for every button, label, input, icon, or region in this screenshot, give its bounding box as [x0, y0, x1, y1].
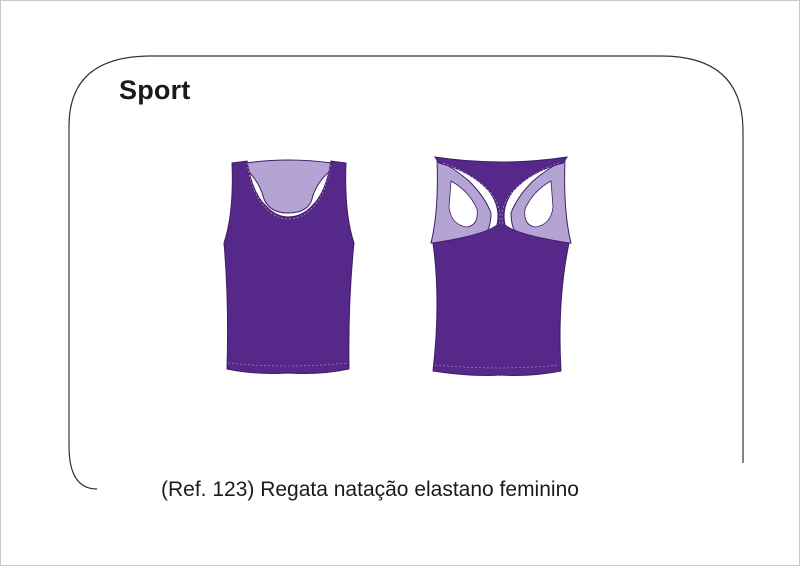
product-caption: (Ref. 123) Regata natação elastano femin… — [161, 478, 579, 501]
tank-top-back-view — [430, 156, 572, 376]
collection-title: Sport — [119, 75, 191, 105]
tank-top-front-view — [223, 159, 355, 374]
